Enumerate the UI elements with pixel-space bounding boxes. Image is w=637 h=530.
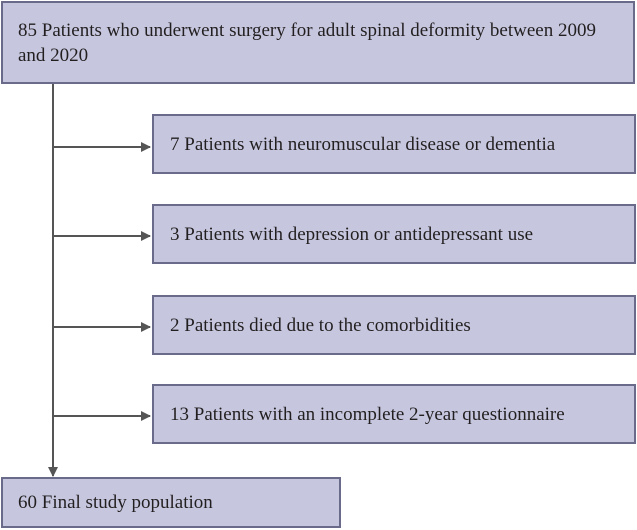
- final-population-box: 60 Final study population: [1, 477, 341, 528]
- final-population-text: 60 Final study population: [18, 492, 213, 513]
- exclusion-text-3: 2 Patients died due to the comorbidities: [170, 314, 471, 336]
- exclusion-box-2: 3 Patients with depression or antidepres…: [152, 204, 636, 264]
- exclusion-box-1: 7 Patients with neuromuscular disease or…: [152, 114, 636, 174]
- exclusion-box-3: 2 Patients died due to the comorbidities: [152, 295, 636, 355]
- exclusion-text-4: 13 Patients with an incomplete 2-year qu…: [170, 403, 565, 425]
- exclusion-box-4: 13 Patients with an incomplete 2-year qu…: [152, 384, 636, 444]
- exclusion-text-2: 3 Patients with depression or antidepres…: [170, 223, 534, 245]
- exclusion-text-1: 7 Patients with neuromuscular disease or…: [170, 133, 556, 155]
- initial-cohort-text: 85 Patients who underwent surgery for ad…: [18, 20, 596, 66]
- initial-cohort-box: 85 Patients who underwent surgery for ad…: [1, 1, 635, 84]
